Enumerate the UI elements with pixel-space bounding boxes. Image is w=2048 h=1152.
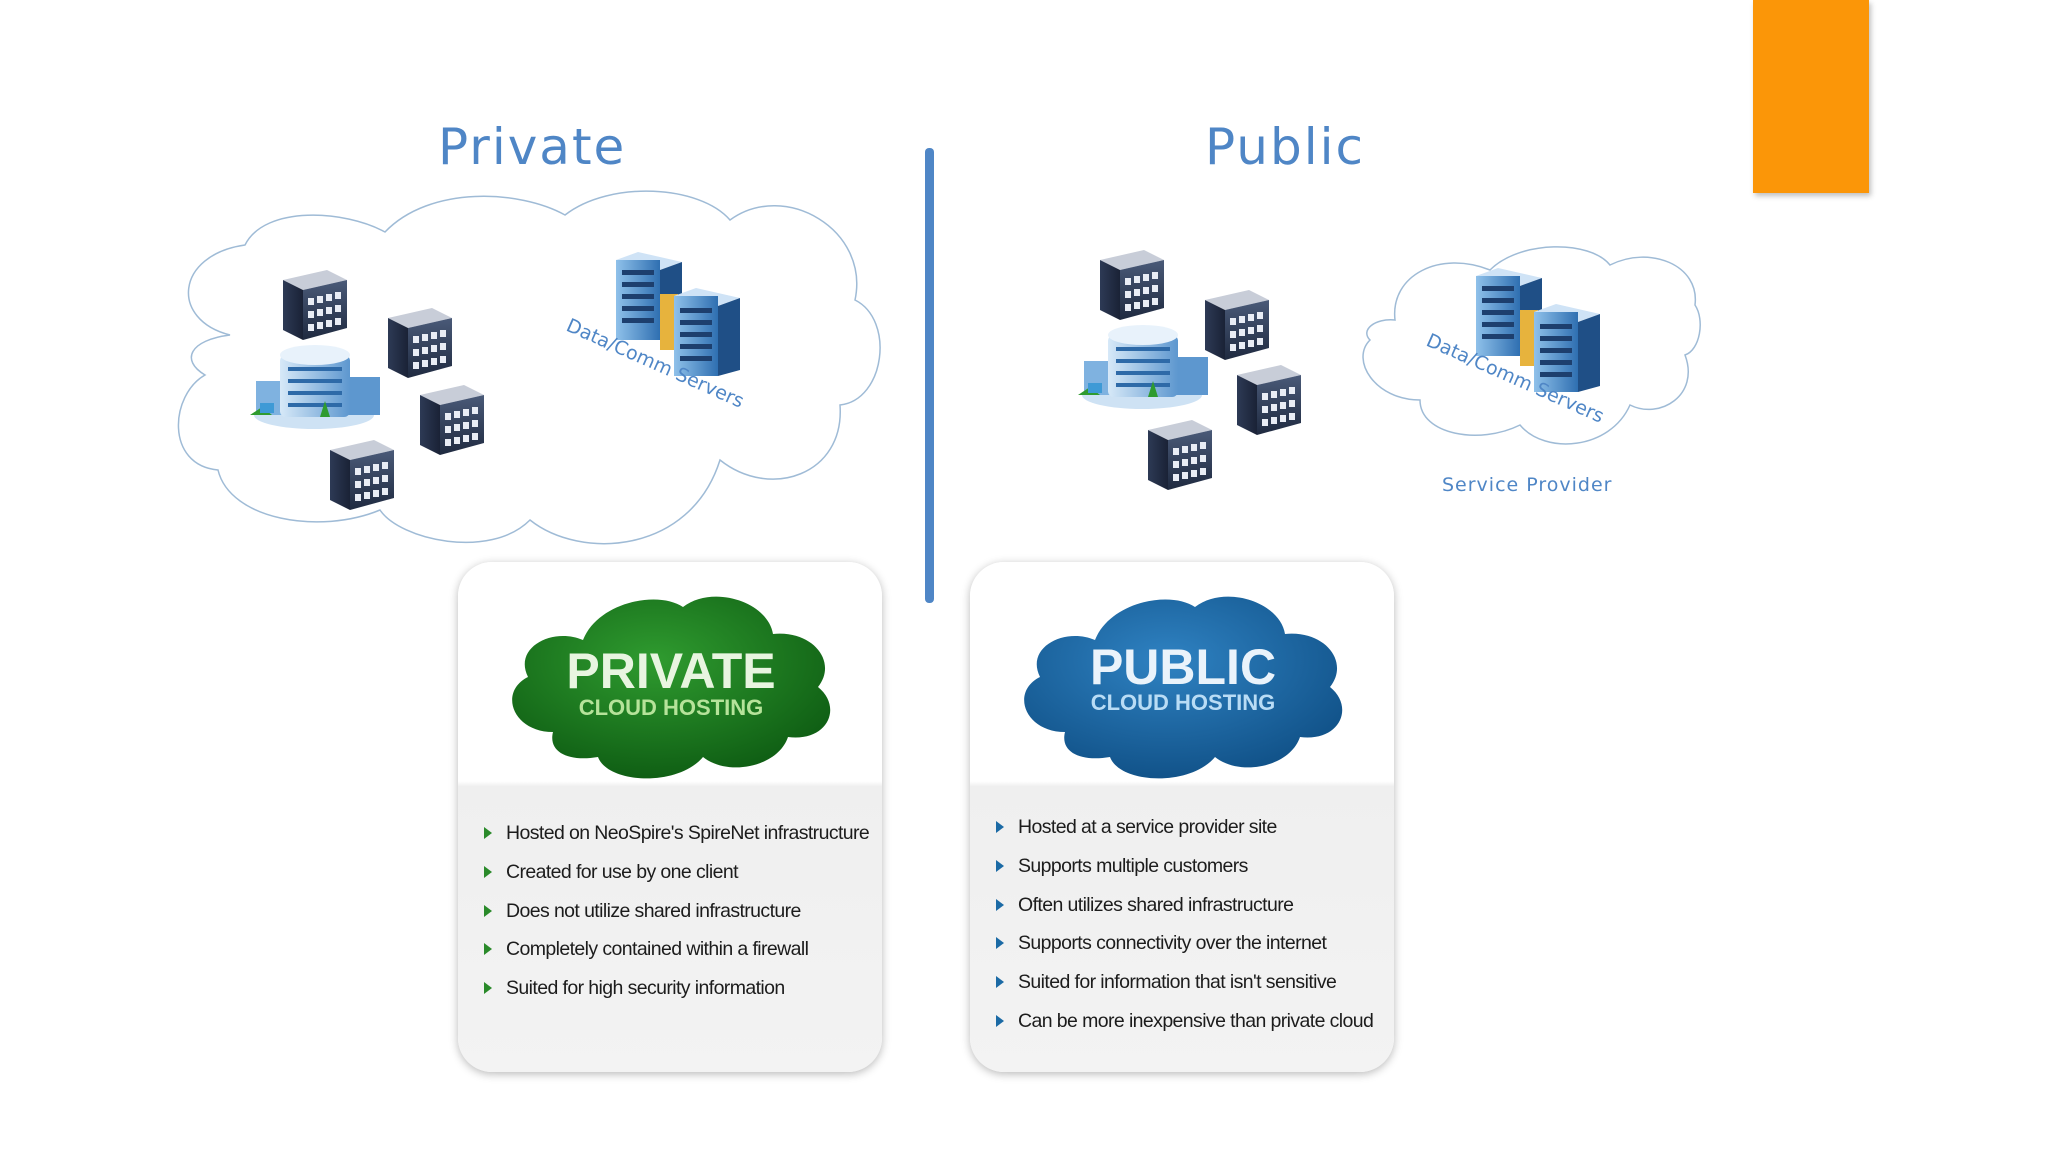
orange-accent-bar (1753, 0, 1869, 193)
public-badge-title: PUBLIC (1090, 639, 1276, 695)
list-item: Completely contained within a firewall (484, 938, 869, 977)
list-item: Often utilizes shared infrastructure (996, 894, 1373, 933)
public-cloud-badge: PUBLIC CLOUD HOSTING (1024, 596, 1343, 779)
list-item: Supports connectivity over the internet (996, 932, 1373, 971)
list-item: Can be more inexpensive than private clo… (996, 1010, 1374, 1049)
list-item: Supports multiple customers (996, 855, 1373, 894)
public-bullet-list: Hosted at a service provider site Suppor… (996, 816, 1374, 1049)
list-item: Does not utilize shared infrastructure (484, 900, 869, 939)
office-building-icon (420, 385, 484, 455)
office-building-icon (388, 308, 452, 378)
office-building-icon (1205, 290, 1269, 360)
list-item: Hosted on NeoSpire's SpireNet infrastruc… (484, 822, 870, 861)
list-item: Suited for high security information (484, 977, 869, 1016)
public-badge-subtitle: CLOUD HOSTING (1091, 690, 1276, 715)
office-building-icon (1237, 365, 1301, 435)
private-cloud-badge: PRIVATE CLOUD HOSTING (512, 596, 831, 779)
public-heading: Public (1205, 118, 1365, 176)
public-cloud-card: PUBLIC CLOUD HOSTING Hosted at a service… (970, 562, 1394, 1072)
section-divider (925, 148, 934, 603)
list-item: Created for use by one client (484, 861, 869, 900)
office-building-icon (283, 270, 347, 340)
office-building-icon (1148, 420, 1212, 490)
private-heading: Private (438, 118, 627, 176)
list-item: Hosted at a service provider site (996, 816, 1373, 855)
private-cloud-card: PRIVATE CLOUD HOSTING Hosted on NeoSpire… (458, 562, 882, 1072)
list-item: Suited for information that isn't sensit… (996, 971, 1373, 1010)
private-badge-title: PRIVATE (566, 643, 775, 699)
service-provider-label: Service Provider (1442, 474, 1613, 496)
private-badge-subtitle: CLOUD HOSTING (579, 695, 764, 720)
office-building-icon (1100, 250, 1164, 320)
headquarters-icon (1078, 325, 1208, 409)
private-bullet-list: Hosted on NeoSpire's SpireNet infrastruc… (484, 822, 870, 1016)
office-building-icon (330, 440, 394, 510)
